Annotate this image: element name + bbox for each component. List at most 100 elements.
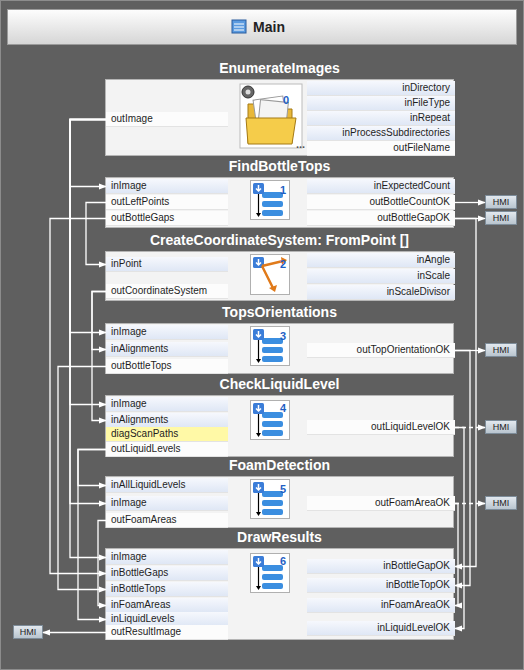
input-port: inPoint <box>106 257 228 272</box>
input-port: inFoamAreas <box>106 598 228 613</box>
input-port: inImage <box>106 179 228 194</box>
input-port: inExpectedCount <box>307 179 455 194</box>
port-name: outCoordinateSystem <box>111 285 207 296</box>
port-name: inBottleTops <box>111 583 165 594</box>
input-port: inImage <box>106 550 228 565</box>
input-port: inProcessSubdirectories <box>307 126 455 141</box>
hmi-terminal: HMI <box>485 496 517 510</box>
port-name: inBottleTopOK <box>386 579 450 590</box>
input-port: inBottleTops <box>106 582 228 597</box>
block-title: FindBottleTops <box>106 157 453 175</box>
input-port: inLiquidLevelOK <box>307 621 455 636</box>
input-port: inBottleTopOK <box>307 578 455 593</box>
port-name: outResultImage <box>111 626 181 637</box>
port-name: inAlignments <box>111 414 168 425</box>
input-port: inBottleGaps <box>106 566 228 581</box>
port-name: outFileName <box>393 142 450 153</box>
block-index: 5 <box>280 483 286 495</box>
port-name: inFoamAreas <box>111 599 170 610</box>
block-title: EnumerateImages <box>106 59 453 77</box>
port-name: outBottleTops <box>111 360 172 371</box>
output-port: outBottleTops <box>106 359 228 374</box>
input-port: inRepeat <box>307 111 455 126</box>
input-port: inAllLiquidLevels <box>106 478 228 493</box>
port-name: inExpectedCount <box>374 180 450 191</box>
port-name: inLiquidLevels <box>111 613 174 624</box>
filter-block: FoamDetectioninAllLiquidLevelsinImageout… <box>105 476 454 528</box>
filter-block: TopsOrientationsinImageinAlignmentsoutBo… <box>105 323 454 374</box>
input-port: inFileType <box>307 96 455 111</box>
port-name: inDirectory <box>402 82 450 93</box>
port-name: outBottleGaps <box>111 212 174 223</box>
hmi-label: HMI <box>493 498 510 508</box>
input-port: inDirectory <box>307 81 455 96</box>
input-port: inImage <box>106 397 228 412</box>
port-name: outLiquidLevelOK <box>371 421 450 432</box>
block-index: 0 <box>283 94 289 106</box>
port-name: inAlignments <box>111 343 168 354</box>
port-name: outFoamAreaOK <box>375 497 450 508</box>
input-port: inAngle <box>307 253 455 268</box>
filter-block: FindBottleTopsinImageoutLeftPointsoutBot… <box>105 177 454 228</box>
port-name: inBottleGaps <box>111 567 168 578</box>
hmi-label: HMI <box>20 627 37 637</box>
output-port: outFoamAreas <box>106 513 228 528</box>
port-name: inRepeat <box>410 112 450 123</box>
filter-block: CreateCoordinateSystem: FromPoint []inPo… <box>105 251 454 301</box>
port-name: outLiquidLevels <box>111 443 181 454</box>
port-name: inPoint <box>111 258 142 269</box>
output-port: outLiquidLevelOK <box>307 420 455 435</box>
hmi-label: HMI <box>493 197 510 207</box>
port-name: inImage <box>111 398 147 409</box>
filter-block: DrawResultsinImageinBottleGapsinBottleTo… <box>105 548 454 640</box>
input-port: inBottleGapOK <box>307 559 455 574</box>
hmi-terminal: HMI <box>485 420 517 434</box>
port-name: inScaleDivisor <box>387 286 450 297</box>
input-port: inImage <box>106 496 228 511</box>
input-port: inAlignments <box>106 413 228 428</box>
output-port: outTopOrientationOK <box>307 343 455 358</box>
hmi-terminal: HMI <box>13 625 43 639</box>
port-name: inImage <box>111 326 147 337</box>
port-name: outImage <box>111 113 153 124</box>
hmi-label: HMI <box>493 422 510 432</box>
port-name: diagScanPaths <box>111 428 178 439</box>
input-port: inAlignments <box>106 342 228 357</box>
output-port: outResultImage <box>106 625 228 640</box>
block-index: 2 <box>280 258 286 270</box>
filter-block: EnumerateImagesoutImageinDirectoryinFile… <box>105 79 454 156</box>
port-name: inLiquidLevelOK <box>377 622 450 633</box>
port-name: outBottleGapOK <box>377 212 450 223</box>
hmi-terminal: HMI <box>485 195 517 209</box>
port-name: inAllLiquidLevels <box>111 479 186 490</box>
output-port: outBottleCountOK <box>307 195 455 210</box>
block-index: 6 <box>280 555 286 567</box>
block-title: DrawResults <box>106 528 453 546</box>
panel-title: Main <box>7 9 517 45</box>
diagnostic-port: diagScanPaths <box>106 427 228 442</box>
output-port: outImage <box>106 112 228 127</box>
port-name: inScale <box>417 270 450 281</box>
output-port: outBottleGaps <box>106 211 228 226</box>
port-name: inAngle <box>417 254 450 265</box>
port-name: inFileType <box>404 97 450 108</box>
input-port: inImage <box>106 325 228 340</box>
hmi-terminal: HMI <box>485 343 517 357</box>
output-port: outFileName <box>307 141 455 156</box>
input-port: inScale <box>307 269 455 284</box>
block-title: FoamDetection <box>106 456 453 474</box>
output-port: outLeftPoints <box>106 195 228 210</box>
hmi-label: HMI <box>493 345 510 355</box>
input-port: inScaleDivisor <box>307 285 455 300</box>
port-name: inImage <box>111 180 147 191</box>
hmi-label: HMI <box>493 213 510 223</box>
output-port: outFoamAreaOK <box>307 496 455 511</box>
hmi-terminal: HMI <box>485 211 517 225</box>
port-name: inProcessSubdirectories <box>342 127 450 138</box>
output-port: outCoordinateSystem <box>106 284 228 299</box>
filter-block: CheckLiquidLevelinImageinAlignmentsdiagS… <box>105 395 454 457</box>
block-title: CreateCoordinateSystem: FromPoint [] <box>106 231 453 249</box>
port-name: inImage <box>111 497 147 508</box>
port-name: inFoamAreaOK <box>381 599 450 610</box>
